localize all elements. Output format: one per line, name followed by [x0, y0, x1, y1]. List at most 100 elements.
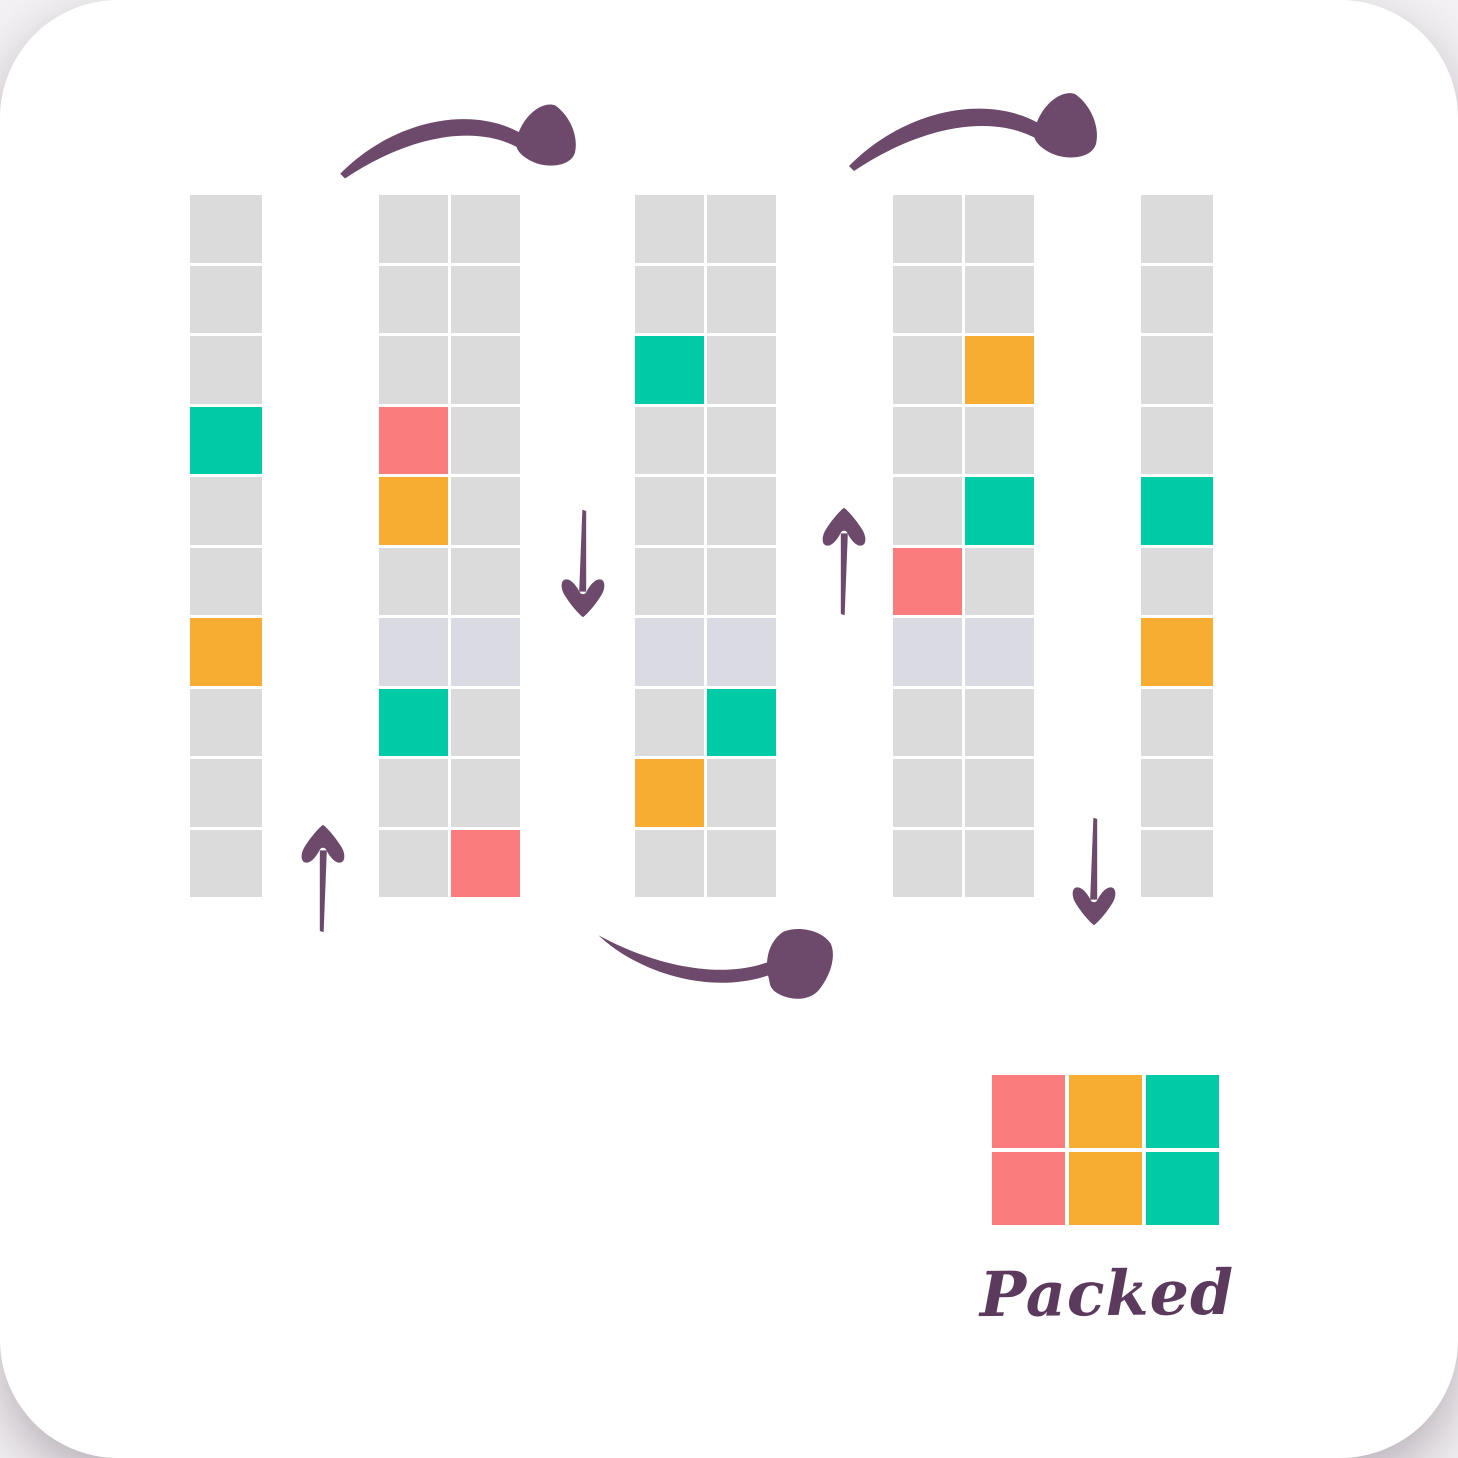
cell-highlight [451, 618, 520, 686]
cell-gray [893, 688, 962, 756]
column-stack-4 [893, 195, 1034, 897]
cell-gray [1141, 406, 1213, 474]
cell-gray [707, 477, 776, 545]
arc-arrow-top-left-icon [340, 104, 576, 179]
cell-gray [451, 336, 520, 404]
column-stack-1 [190, 195, 262, 897]
packed-cell-red [992, 1075, 1065, 1148]
cell-gray [635, 195, 704, 263]
up-arrow-bottom-left-icon [301, 824, 345, 933]
cell-gray [635, 265, 704, 333]
cell-teal [190, 406, 262, 474]
cell-teal [707, 688, 776, 756]
packed-grid [992, 1075, 1219, 1225]
cell-red [451, 829, 520, 897]
cell-gray [965, 195, 1034, 263]
cell-gray [1141, 195, 1213, 263]
arc-arrow-top-right-icon [849, 93, 1097, 171]
down-arrow-middle-icon [561, 509, 605, 618]
cell-red [893, 547, 962, 615]
cell-gray [965, 547, 1034, 615]
cell-teal [379, 688, 448, 756]
cell-highlight [965, 618, 1034, 686]
cell-gray [965, 406, 1034, 474]
cell-gray [379, 265, 448, 333]
cell-gray [451, 195, 520, 263]
cell-gray [893, 195, 962, 263]
packed-label: Packed [979, 1255, 1235, 1332]
packed-cell-orange [1069, 1152, 1142, 1225]
cell-gray [379, 547, 448, 615]
cell-teal [1141, 477, 1213, 545]
column-stack-5 [1141, 195, 1213, 897]
cell-gray [893, 477, 962, 545]
cell-highlight [893, 618, 962, 686]
column-stack-3 [635, 195, 776, 897]
cell-gray [965, 759, 1034, 827]
cell-gray [379, 829, 448, 897]
cell-gray [707, 336, 776, 404]
cell-gray [190, 829, 262, 897]
curve-arrow-bottom-icon [598, 929, 833, 999]
column-stack-2 [379, 195, 520, 897]
cell-gray [893, 265, 962, 333]
cell-highlight [379, 618, 448, 686]
cell-orange [635, 759, 704, 827]
cell-highlight [635, 618, 704, 686]
cell-gray [893, 406, 962, 474]
packed-cell-teal [1146, 1075, 1219, 1148]
cell-gray [893, 829, 962, 897]
cell-gray [1141, 759, 1213, 827]
cell-gray [893, 336, 962, 404]
cell-gray [965, 829, 1034, 897]
down-arrow-bottom-right-icon [1072, 817, 1116, 926]
cell-gray [1141, 336, 1213, 404]
packed-cell-red [992, 1152, 1065, 1225]
cell-gray [379, 336, 448, 404]
cell-gray [379, 759, 448, 827]
cell-gray [707, 265, 776, 333]
cell-gray [635, 829, 704, 897]
cell-red [379, 406, 448, 474]
cell-gray [190, 195, 262, 263]
cell-teal [635, 336, 704, 404]
cell-highlight [707, 618, 776, 686]
cell-gray [379, 195, 448, 263]
cell-gray [190, 759, 262, 827]
cell-gray [451, 688, 520, 756]
cell-gray [635, 688, 704, 756]
cell-gray [1141, 265, 1213, 333]
cell-gray [451, 477, 520, 545]
cell-gray [190, 477, 262, 545]
cell-gray [190, 336, 262, 404]
cell-gray [190, 265, 262, 333]
cell-gray [893, 759, 962, 827]
cell-gray [965, 265, 1034, 333]
up-arrow-middle-icon [822, 507, 866, 616]
cell-gray [635, 547, 704, 615]
cell-orange [965, 336, 1034, 404]
cell-gray [635, 477, 704, 545]
cell-gray [1141, 547, 1213, 615]
cell-gray [707, 195, 776, 263]
cell-gray [635, 406, 704, 474]
cell-gray [965, 688, 1034, 756]
cell-gray [190, 547, 262, 615]
cell-orange [379, 477, 448, 545]
cell-gray [451, 265, 520, 333]
packed-cell-teal [1146, 1152, 1219, 1225]
cell-orange [190, 618, 262, 686]
cell-gray [1141, 688, 1213, 756]
cell-gray [707, 406, 776, 474]
cell-gray [707, 759, 776, 827]
cell-gray [451, 406, 520, 474]
packed-cell-orange [1069, 1075, 1142, 1148]
cell-gray [707, 829, 776, 897]
cell-gray [1141, 829, 1213, 897]
cell-gray [707, 547, 776, 615]
cell-gray [190, 688, 262, 756]
cell-gray [451, 547, 520, 615]
cell-teal [965, 477, 1034, 545]
cell-orange [1141, 618, 1213, 686]
